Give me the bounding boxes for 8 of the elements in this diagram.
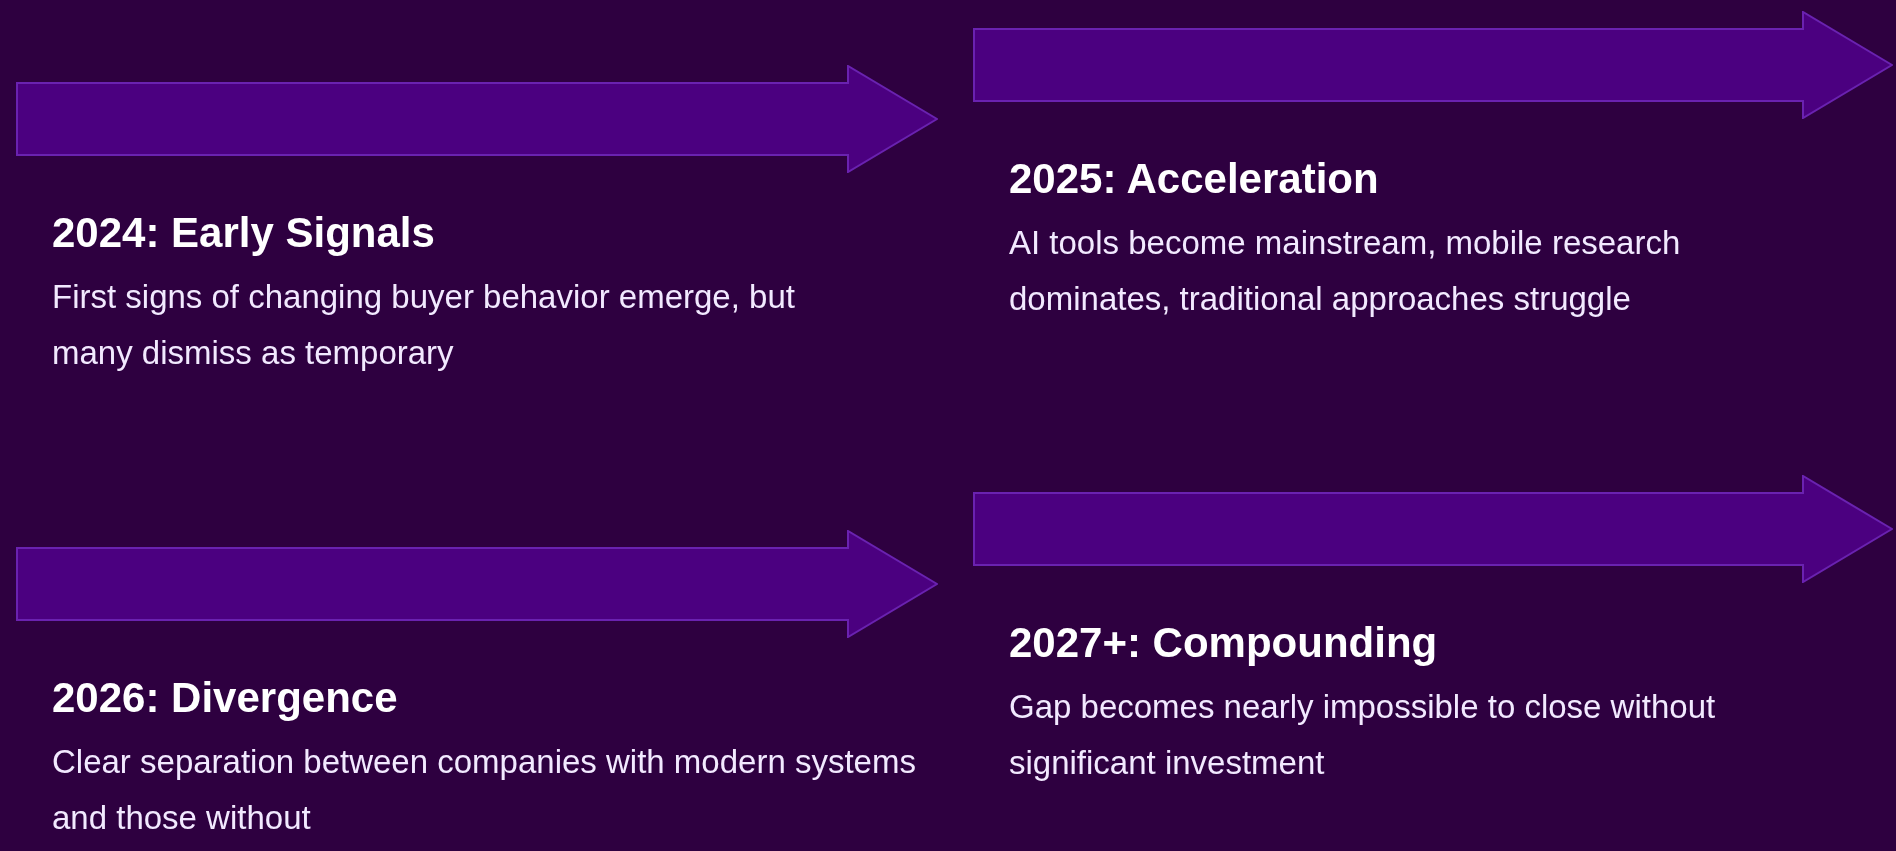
milestone-description: AI tools become mainstream, mobile research dominates, traditional approaches struggle (1008, 223, 1682, 319)
milestone-description: First signs of changing buyer behavior emerge, but many dismiss as temporary (51, 277, 796, 373)
milestone-heading: 2026: Divergence (51, 673, 399, 723)
milestone-description: Clear separation between companies with modern systems and those without (51, 742, 917, 838)
milestone-heading: 2027+: Compounding (1008, 618, 1439, 668)
milestone-description: Gap becomes nearly impossible to close without significant investment (1008, 687, 1717, 783)
milestone-heading: 2025: Acceleration (1008, 154, 1380, 204)
milestone-heading: 2024: Early Signals (51, 208, 436, 258)
